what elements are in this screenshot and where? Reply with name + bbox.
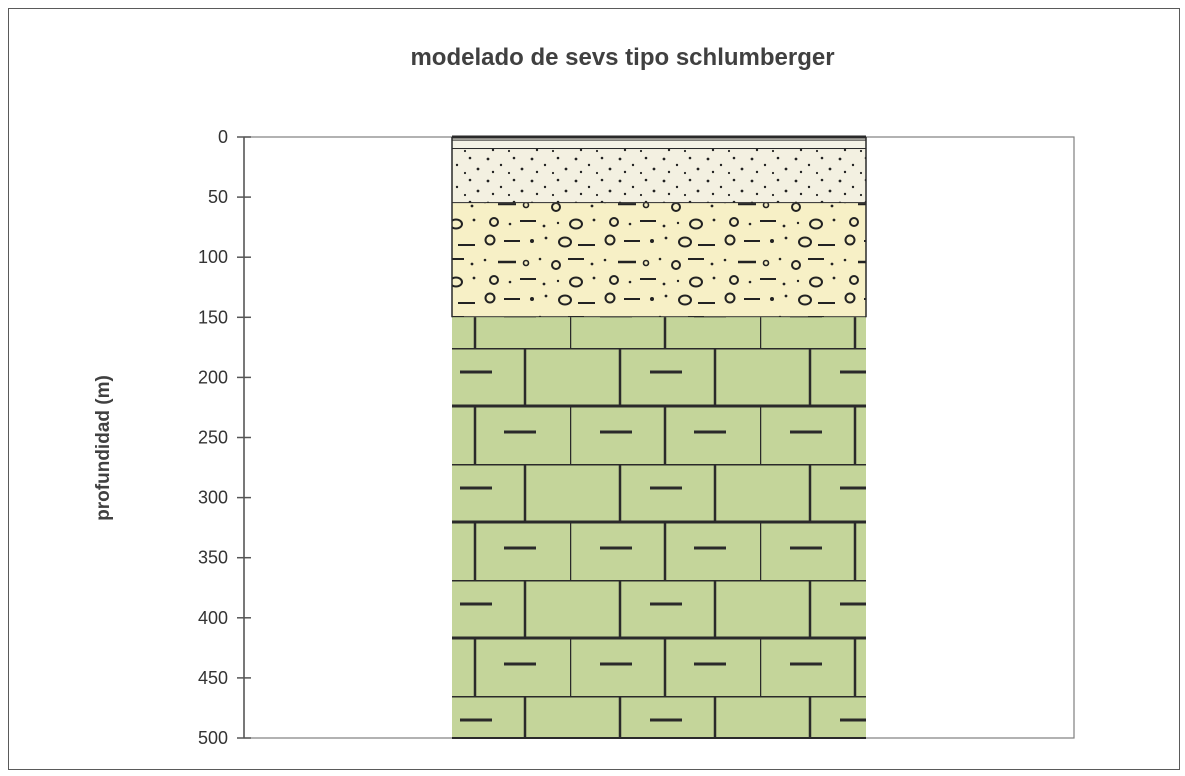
y-tick-label: 100 <box>198 247 228 267</box>
y-tick-label: 0 <box>218 127 228 147</box>
layer-thin-layer-0 <box>452 137 866 141</box>
chart-title: modelado de sevs tipo schlumberger <box>410 44 835 71</box>
layer-pattern-4 <box>452 317 866 738</box>
y-tick-label: 450 <box>198 668 228 688</box>
y-tick-label: 50 <box>208 187 228 207</box>
y-tick-label: 350 <box>198 548 228 568</box>
layer-thin-layer-1 <box>452 140 866 150</box>
y-tick-label: 300 <box>198 488 228 508</box>
y-tick-label: 250 <box>198 428 228 448</box>
y-axis: 0 50 100 150 200 250 300 350 400 450 500 <box>198 127 251 748</box>
y-tick-label: 400 <box>198 608 228 628</box>
layer-pattern-3 <box>452 203 866 318</box>
layer-pattern-2 <box>452 149 866 204</box>
y-tick-label: 200 <box>198 367 228 387</box>
strata-column <box>451 135 867 739</box>
chart-frame <box>8 8 1180 770</box>
y-tick-label: 500 <box>198 728 228 748</box>
y-tick-label: 150 <box>198 307 228 327</box>
